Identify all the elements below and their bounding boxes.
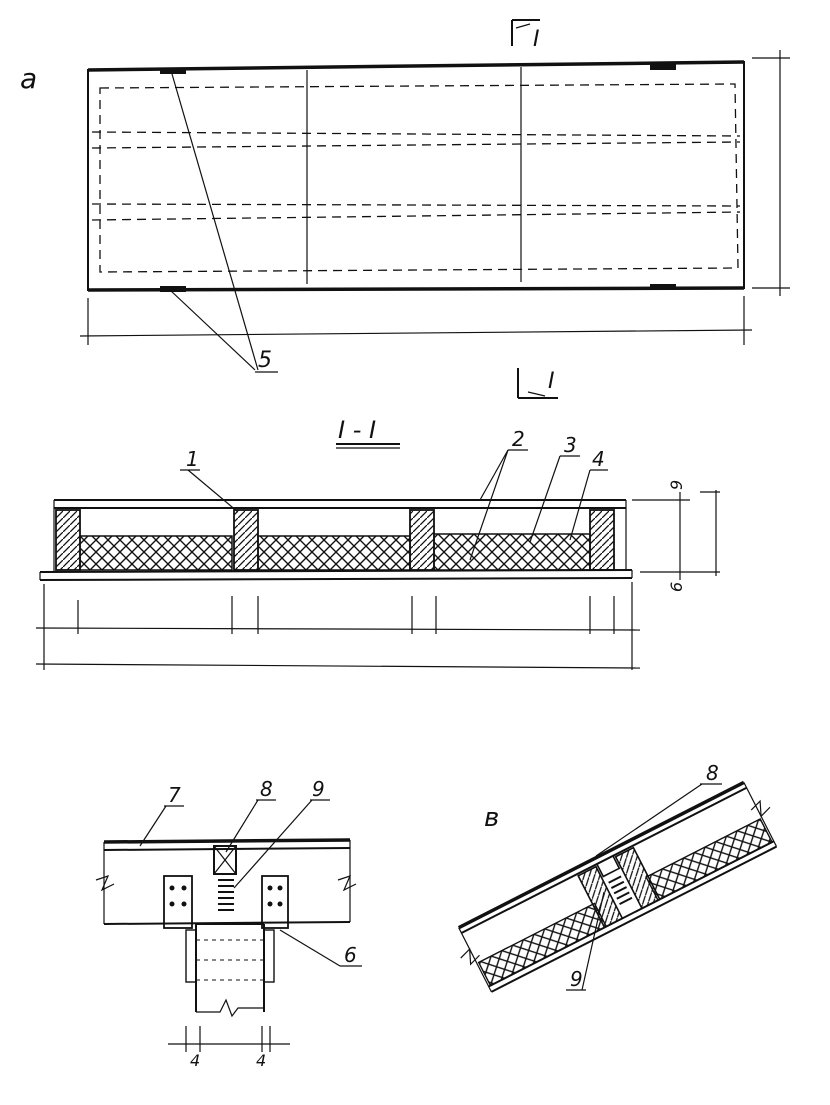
dim-bottom: 6: [667, 582, 686, 592]
view-v-label: в: [484, 803, 499, 833]
joint-detail-b: 7 8 9 6 4 4: [95, 777, 362, 1070]
joint-detail-v: в 8 9: [457, 761, 778, 993]
callout-8-detail-v: 8: [706, 761, 719, 785]
callout-2: 2: [512, 427, 525, 451]
view-a-label: a: [20, 62, 37, 95]
callout-6: 6: [344, 943, 357, 967]
section-title: I - I: [338, 416, 376, 444]
dim-4-right: 4: [256, 1051, 266, 1070]
section-mark-top: I: [533, 27, 540, 52]
callout-7: 7: [168, 783, 181, 807]
section-I-I: I - I 1 2 3 4: [35, 416, 720, 670]
callout-1: 1: [186, 447, 199, 471]
callout-8-detail-b: 8: [260, 777, 273, 801]
callout-9-detail-v: 9: [570, 967, 583, 991]
dim-4-left: 4: [190, 1051, 200, 1070]
callout-4: 4: [592, 447, 605, 471]
section-mark-bottom: I: [548, 369, 555, 394]
callout-9-detail-b: 9: [312, 777, 325, 801]
dim-top: 9: [667, 480, 686, 490]
callout-5: 5: [258, 348, 272, 373]
plan-view-a: a 5 I: [20, 19, 790, 399]
callout-3: 3: [564, 433, 577, 457]
